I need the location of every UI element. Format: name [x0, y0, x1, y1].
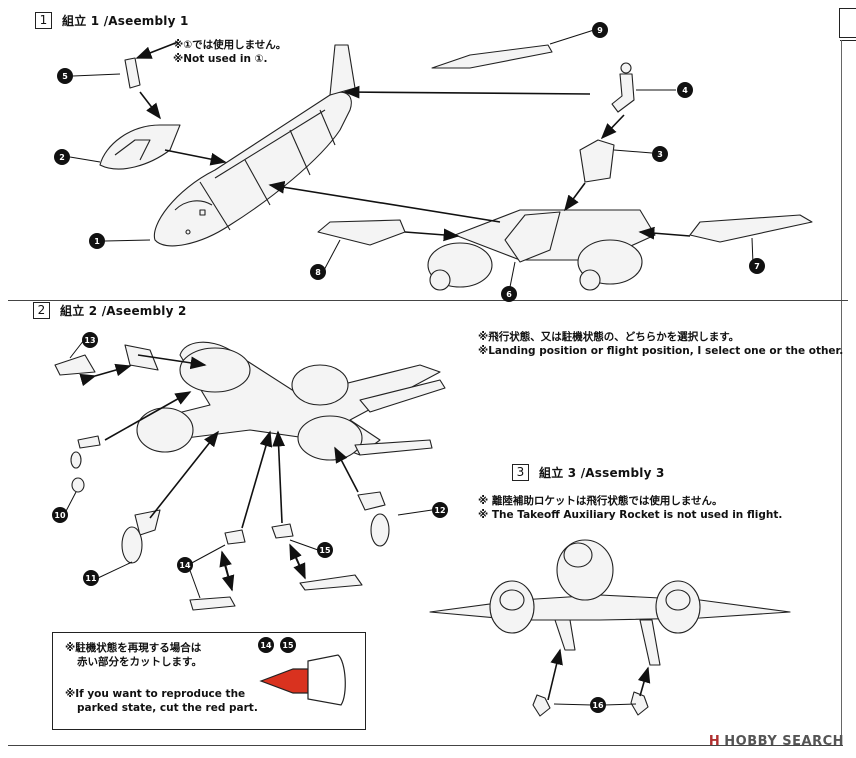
- watermark: H HOBBY SEARCH: [709, 734, 844, 749]
- assembly2-title: 組立 2 /Aseembly 2: [60, 304, 187, 318]
- fuselage-part: [153, 44, 356, 247]
- svg-text:1: 1: [94, 237, 100, 246]
- bubble-12: 12: [432, 502, 448, 518]
- page-corner-line: [840, 40, 856, 42]
- main-gear-left: [121, 509, 161, 564]
- bubble-2: 2: [54, 149, 70, 165]
- part14a: [224, 529, 246, 545]
- svg-text:4: 4: [682, 86, 688, 95]
- pilot-figure: [611, 62, 635, 113]
- wing-assembly: [427, 209, 656, 291]
- bubble-5: 5: [57, 68, 73, 84]
- watermark-logo: H: [708, 734, 721, 749]
- svg-text:13: 13: [84, 336, 95, 345]
- part13a: [54, 354, 96, 376]
- callout-en-1: ※If you want to reproduce the: [65, 688, 246, 700]
- rocket-right: [630, 691, 649, 716]
- position-note-en: ※Landing position or flight position, I …: [478, 345, 844, 357]
- right-outer-wing: [689, 214, 813, 243]
- bubble-14: 14: [177, 557, 193, 573]
- bubble-10: 10: [52, 507, 68, 523]
- tailplane-part: [431, 44, 553, 69]
- assembly1-note: ※①では使用しません。 ※Not used in ①.: [173, 38, 286, 66]
- svg-text:8: 8: [315, 268, 321, 277]
- assembly1-step: 1: [35, 12, 52, 29]
- svg-text:10: 10: [54, 511, 66, 520]
- bubble-15: 15: [317, 542, 333, 558]
- callout-jp-2: 赤い部分をカットします。: [77, 656, 202, 668]
- seat-part: [579, 139, 615, 183]
- assembly1-header: 1 組立 1 /Aseembly 1: [35, 12, 189, 29]
- page-corner-mark: [839, 8, 856, 38]
- assembly3-header: 3 組立 3 /Assembly 3: [512, 464, 665, 481]
- bottom-border: [8, 745, 843, 746]
- main-gear-right: [357, 491, 390, 547]
- red-part-drawing: 14 15: [258, 637, 346, 706]
- part15a: [271, 523, 294, 539]
- bubble-11: 11: [83, 570, 99, 586]
- assembly1-note-jp: ※①では使用しません。: [173, 39, 287, 51]
- bubble-1: 1: [89, 233, 105, 249]
- assembly1-title: 組立 1 /Aseembly 1: [62, 14, 189, 28]
- bubble-13: 13: [82, 332, 98, 348]
- assembly3-step: 3: [512, 464, 529, 481]
- svg-text:16: 16: [592, 701, 604, 710]
- callout-jp-1: ※駐機状態を再現する場合は: [65, 642, 202, 654]
- svg-text:9: 9: [597, 26, 603, 35]
- svg-text:15: 15: [319, 546, 331, 555]
- bubble-16: 16: [590, 697, 606, 713]
- bubble-4: 4: [677, 82, 693, 98]
- svg-text:6: 6: [506, 290, 512, 299]
- watermark-text: HOBBY SEARCH: [724, 734, 844, 749]
- part-number-bubbles: 1 2 3 4 5 6 7 8 9 10 11 12 13 14 15 16: [52, 22, 765, 713]
- assembly2-step: 2: [33, 302, 50, 319]
- part5-piece: [124, 57, 141, 89]
- position-note: ※飛行状態、又は駐機状態の、どちらかを選択します。 ※Landing posit…: [478, 330, 843, 358]
- nose-gear-part: [70, 435, 101, 493]
- svg-text:11: 11: [85, 574, 97, 583]
- svg-text:2: 2: [59, 153, 65, 162]
- canopy-part: [99, 124, 181, 170]
- cut-red-part-callout: ※駐機状態を再現する場合は 赤い部分をカットします。 ※If you want …: [52, 632, 366, 730]
- assembly2-header: 2 組立 2 /Aseembly 2: [33, 302, 187, 319]
- left-outer-wing: [317, 219, 406, 246]
- svg-text:14: 14: [179, 561, 191, 570]
- assembly3-note-en: ※ The Takeoff Auxiliary Rocket is not us…: [478, 509, 783, 521]
- svg-text:7: 7: [754, 262, 760, 271]
- bubble-8: 8: [310, 264, 326, 280]
- assembly3-note: ※ 離陸補助ロケットは飛行状態では使用しません。 ※ The Takeoff A…: [478, 494, 782, 522]
- assembly3-title: 組立 3 /Assembly 3: [539, 466, 665, 480]
- bubble-9: 9: [592, 22, 608, 38]
- assembly1-note-en: ※Not used in ①.: [173, 53, 268, 65]
- position-note-jp: ※飛行状態、又は駐機状態の、どちらかを選択します。: [478, 331, 740, 343]
- bubble-6: 6: [501, 286, 517, 302]
- callout-en-2: parked state, cut the red part.: [77, 702, 258, 714]
- bubble-7: 7: [749, 258, 765, 274]
- part14b: [189, 596, 236, 611]
- bubble-3: 3: [652, 146, 668, 162]
- assembly3-note-jp: ※ 離陸補助ロケットは飛行状態では使用しません。: [478, 495, 723, 507]
- assembly-arrows: [79, 41, 691, 701]
- aircraft-underside: [136, 341, 446, 461]
- callout-part-a: 14: [260, 641, 272, 650]
- svg-text:12: 12: [434, 506, 445, 515]
- right-border: [841, 40, 842, 745]
- part15b: [299, 574, 363, 591]
- callout-part-b: 15: [282, 641, 294, 650]
- part13b: [124, 344, 159, 371]
- svg-text:5: 5: [62, 72, 68, 81]
- svg-text:3: 3: [657, 150, 663, 159]
- aircraft-front-view: [429, 539, 791, 666]
- section-divider-1: [8, 300, 848, 301]
- rocket-left: [532, 694, 551, 717]
